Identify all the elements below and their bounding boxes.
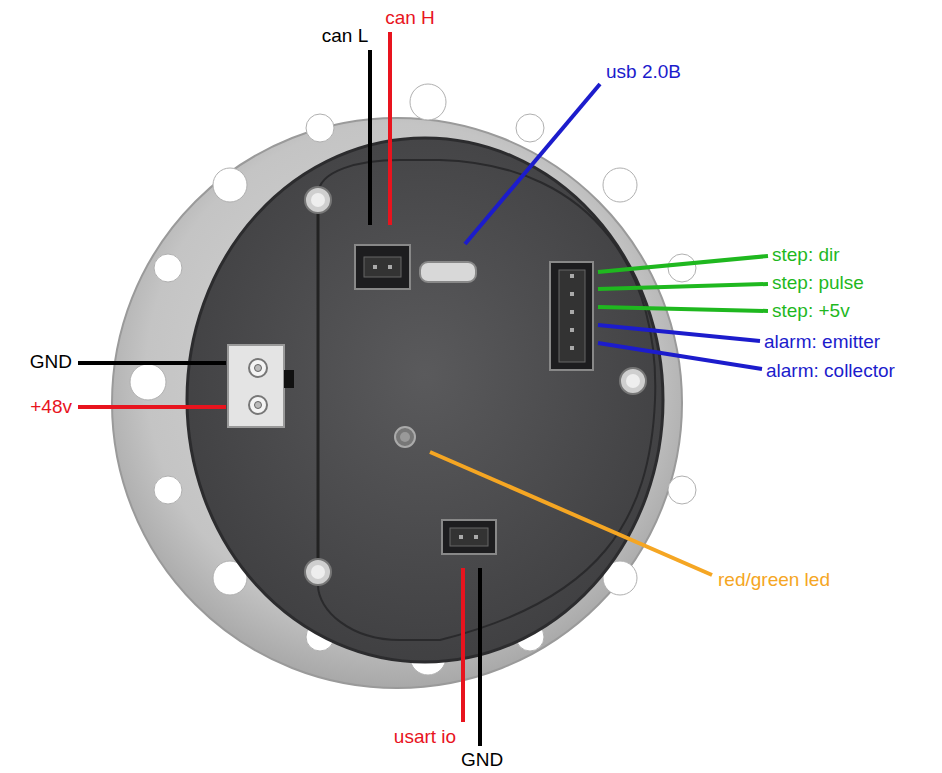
pin-label: step: pulse [772,272,864,294]
pin-label: alarm: collector [766,360,895,382]
pin-label: step: dir [772,244,840,266]
pin-label: step: +5v [772,300,850,322]
pin-label: +48v [30,396,72,418]
pin-label: GND [30,351,72,373]
pin-label: alarm: emitter [764,331,880,353]
pin-label: red/green led [718,569,830,591]
pin-label: can L [322,25,368,47]
pin-label: can H [385,7,435,29]
pin-label: usart io [394,726,456,748]
pin-label: usb 2.0B [606,61,681,83]
pin-label: GND [461,749,503,771]
